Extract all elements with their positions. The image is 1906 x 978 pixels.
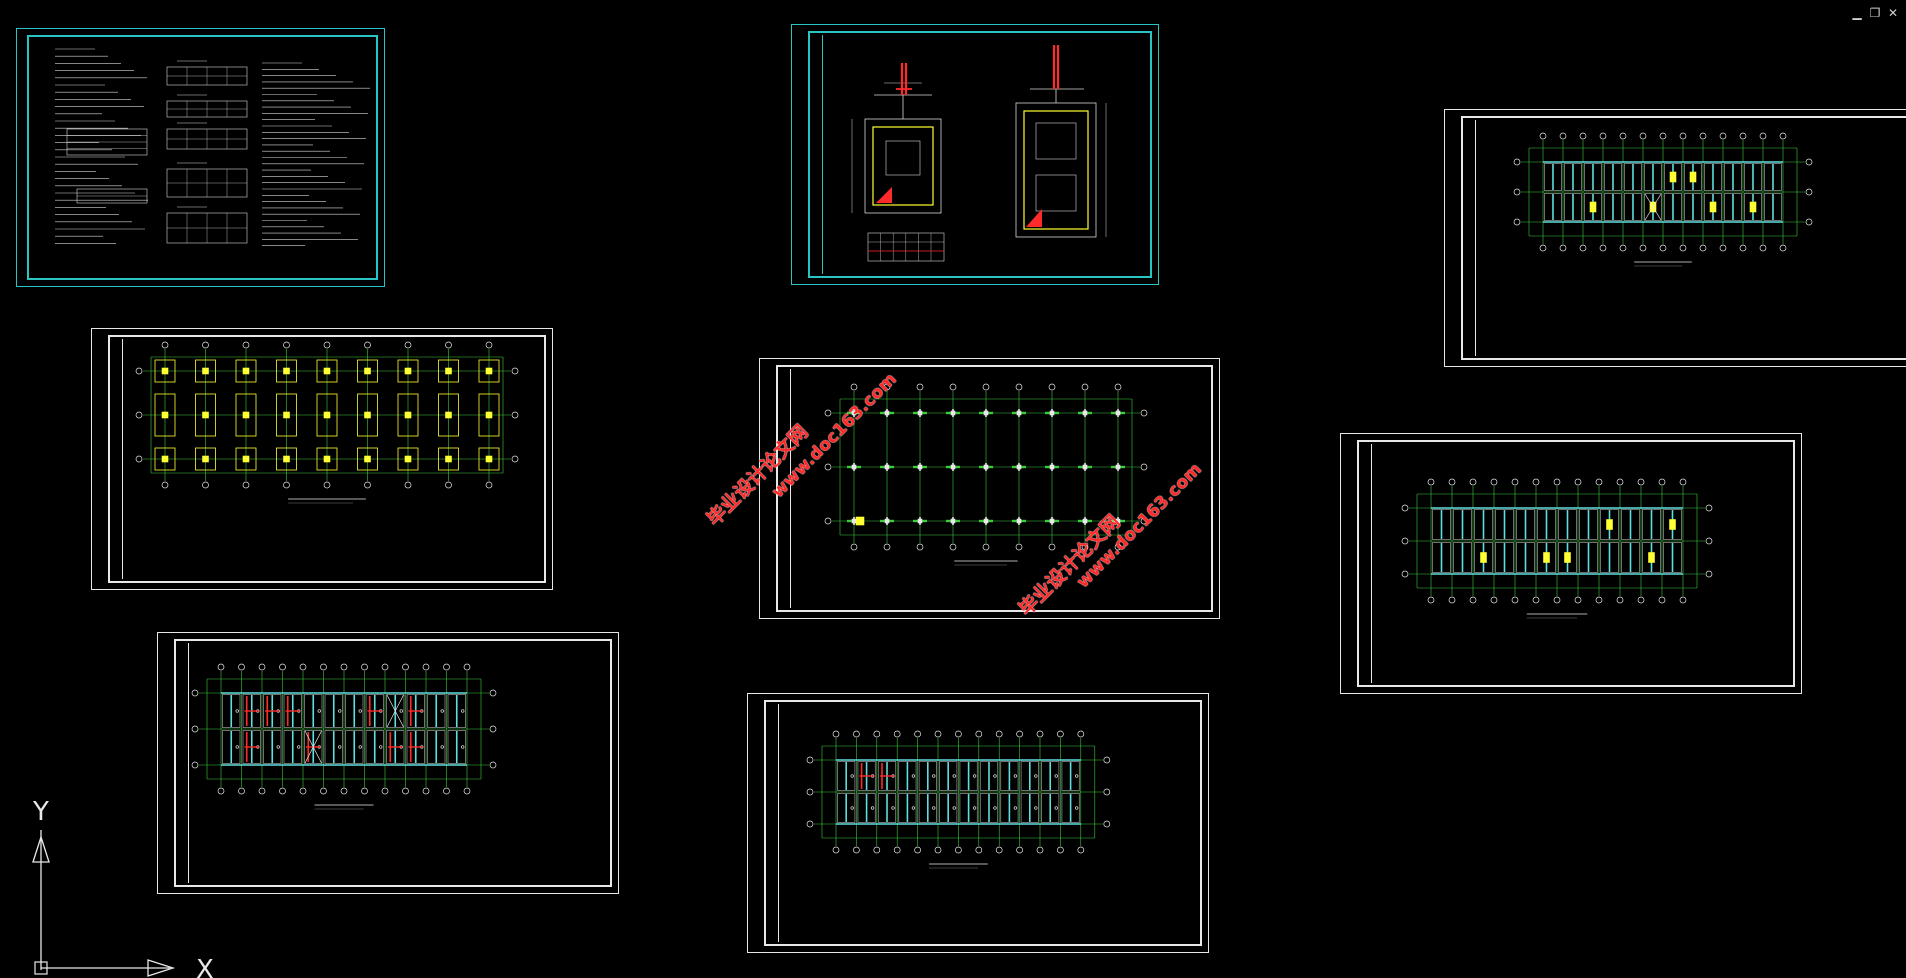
drawing-sheet-foundation-layout[interactable] (91, 328, 553, 590)
general-notes-drawing (55, 48, 370, 246)
drawing-sheet-foundation-detail[interactable] (791, 24, 1159, 285)
foundation-layout-drawing (135, 341, 519, 504)
ucs-x-label: X (196, 955, 214, 978)
drawing-sheet-floor-plan-bottom[interactable] (747, 693, 1209, 953)
floor-plan-left-drawing (191, 663, 497, 810)
drawing-sheet-column-layout[interactable] (759, 358, 1220, 619)
ucs-icon: Y X (32, 797, 214, 978)
floor-plan-right-drawing (1401, 478, 1713, 619)
drawing-sheet-roof-plan[interactable] (1444, 109, 1906, 367)
floor-plan-bottom-drawing (806, 730, 1111, 869)
roof-plan-drawing (1513, 132, 1813, 267)
restore-button[interactable]: ❐ (1869, 6, 1881, 20)
column-layout-drawing (824, 383, 1148, 566)
drawing-sheet-floor-plan-left[interactable] (157, 632, 619, 894)
ucs-y-label: Y (32, 797, 49, 827)
drawing-sheet-floor-plan-right[interactable] (1340, 433, 1802, 694)
close-button[interactable]: ✕ (1887, 6, 1899, 20)
drawing-sheet-general-notes[interactable] (16, 28, 385, 287)
foundation-detail-drawing (851, 45, 1107, 262)
minimize-button[interactable]: ▁ (1852, 6, 1862, 20)
